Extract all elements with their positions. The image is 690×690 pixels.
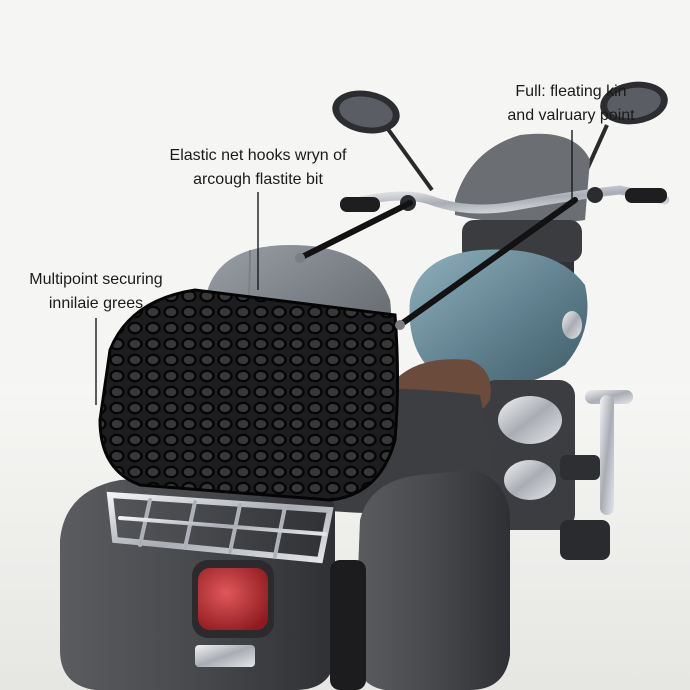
rear-wheel xyxy=(330,560,366,690)
callout-elastic-net-hooks: Elastic net hooks wryn of arcough flasti… xyxy=(150,144,366,192)
cargo-net xyxy=(98,253,405,502)
callout-full-fleating: Full: fleating kin and valruary point xyxy=(494,80,648,128)
callout-left-line-2: innilaie grees xyxy=(48,295,144,312)
callout-left-line-1: Multipoint securing xyxy=(29,271,163,288)
net-hook-1 xyxy=(295,253,305,263)
tank-badge xyxy=(562,311,582,339)
right-saddlebag xyxy=(355,470,510,690)
callout-multipoint-securing: Multipoint securing innilaie grees xyxy=(10,268,182,316)
net-hook-2 xyxy=(395,320,405,330)
luggage-rack xyxy=(106,491,334,564)
securing-straps xyxy=(297,197,578,328)
tail-light xyxy=(192,560,274,667)
callout-leaders xyxy=(95,130,573,405)
callout-middle-line-1: Elastic net hooks wryn of xyxy=(169,147,347,164)
engine xyxy=(480,380,633,560)
callout-right-line-2: and valruary point xyxy=(507,107,635,124)
callout-middle-line-2: arcough flastite bit xyxy=(193,171,323,188)
callout-right-line-1: Full: fleating kin xyxy=(515,83,627,100)
left-mirror xyxy=(332,90,434,192)
